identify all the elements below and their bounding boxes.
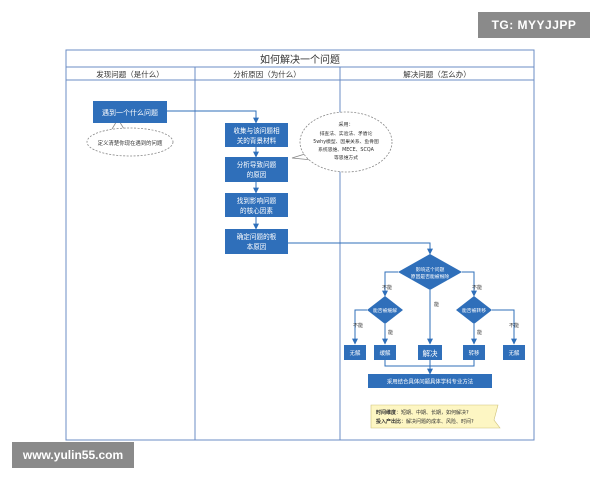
note-time-line: 时间维度：短期、中期、长期，如何解决? (376, 409, 469, 416)
callout-define-label: 定义清楚你现在遇到的问题 (98, 139, 163, 147)
node-analyze-label-2: 的原因 (247, 170, 267, 179)
label-main-no-right: 不能 (472, 284, 482, 291)
node-final-label: 采用结合具体问题具体学科专业方法 (387, 378, 474, 386)
note-cost-text: ：解决问题的成本、风险、时间? (401, 418, 474, 425)
connector-left-none (352, 309, 367, 345)
callout-define (86, 127, 174, 157)
result-none-left-label: 无解 (350, 349, 361, 357)
diagram-title: 如何解决一个问题 (260, 53, 340, 66)
decision-root-removable-line-1: 影响这个问题 (416, 266, 445, 273)
connector-root-decision (287, 242, 433, 255)
result-relieve (374, 345, 396, 360)
node-encounter-label: 遇到一个什么问题 (102, 108, 158, 117)
node-root (225, 229, 288, 254)
callout-methods-line-2: 排查法、实验法、矛盾论 (320, 130, 373, 137)
callout-methods-line-3: 5why模型、因果关系、鱼骨图 (313, 138, 379, 145)
result-none-right-label: 无解 (509, 349, 520, 357)
result-none-left (344, 345, 366, 360)
node-core (225, 193, 288, 217)
node-root-label-2: 本原因 (247, 242, 267, 251)
connector-main-left (382, 271, 398, 297)
decision-root-removable-line-2: 原因是否能被根除 (411, 273, 450, 280)
lane-header-discover: 发现问题（是什么） (96, 69, 164, 79)
node-analyze-label-1: 分析导致问题 (237, 160, 277, 169)
label-right-no: 不能 (509, 322, 519, 329)
note-time-label: 时间维度 (376, 409, 397, 416)
watermark-top: TG: MYYJJPP (478, 12, 590, 38)
note-cost-label: 投入产出比 (376, 418, 401, 425)
connector-right-none (492, 309, 517, 345)
connector-encounter-collect (167, 110, 259, 124)
result-none-right (503, 345, 525, 360)
node-core-label-2: 的核心因素 (240, 206, 273, 215)
lane-header-analyze: 分析原因（为什么） (233, 69, 301, 79)
connector-main-right (462, 271, 477, 297)
callout-methods-line-4: 系统思维、MECE、SCQA (318, 146, 375, 153)
result-solve (418, 345, 442, 360)
result-transfer (463, 345, 485, 360)
decision-transferable (456, 296, 492, 324)
result-relieve-label: 缓解 (380, 349, 391, 357)
node-final (368, 374, 492, 388)
note-box (370, 404, 501, 429)
result-solve-label: 解决 (423, 348, 438, 358)
result-transfer-label: 转移 (469, 349, 480, 357)
decision-transferable-label: 能否被转移 (462, 307, 486, 314)
decision-root-removable (398, 254, 462, 290)
label-main-yes: 能 (434, 301, 439, 308)
node-core-label-1: 找到影响问题 (237, 196, 277, 205)
decision-relievable-label: 能否被缓解 (373, 307, 397, 314)
callout-methods-line-5: 等思维方式 (334, 154, 358, 161)
label-right-yes: 能 (477, 329, 482, 336)
label-main-no: 不能 (382, 284, 392, 291)
callout-methods-line-1: 采用： (338, 121, 353, 128)
node-collect-label-1: 收集与该问题相 (233, 126, 280, 135)
node-encounter (93, 101, 167, 123)
label-left-yes: 能 (388, 329, 393, 336)
node-collect-label-2: 关的背景材料 (237, 136, 277, 145)
node-collect (225, 123, 288, 147)
lane-header-solve: 解决问题（怎么办） (403, 69, 471, 79)
callout-methods (299, 111, 393, 173)
node-root-label-1: 确定问题的根 (237, 232, 277, 241)
node-analyze (225, 157, 288, 182)
label-left-no: 不能 (353, 322, 363, 329)
watermark-bottom: www.yulin55.com (12, 442, 134, 468)
decision-relievable (367, 296, 403, 324)
note-time-text: ：短期、中期、长期，如何解决? (396, 409, 469, 416)
note-cost-line: 投入产出比：解决问题的成本、风险、时间? (376, 418, 474, 425)
